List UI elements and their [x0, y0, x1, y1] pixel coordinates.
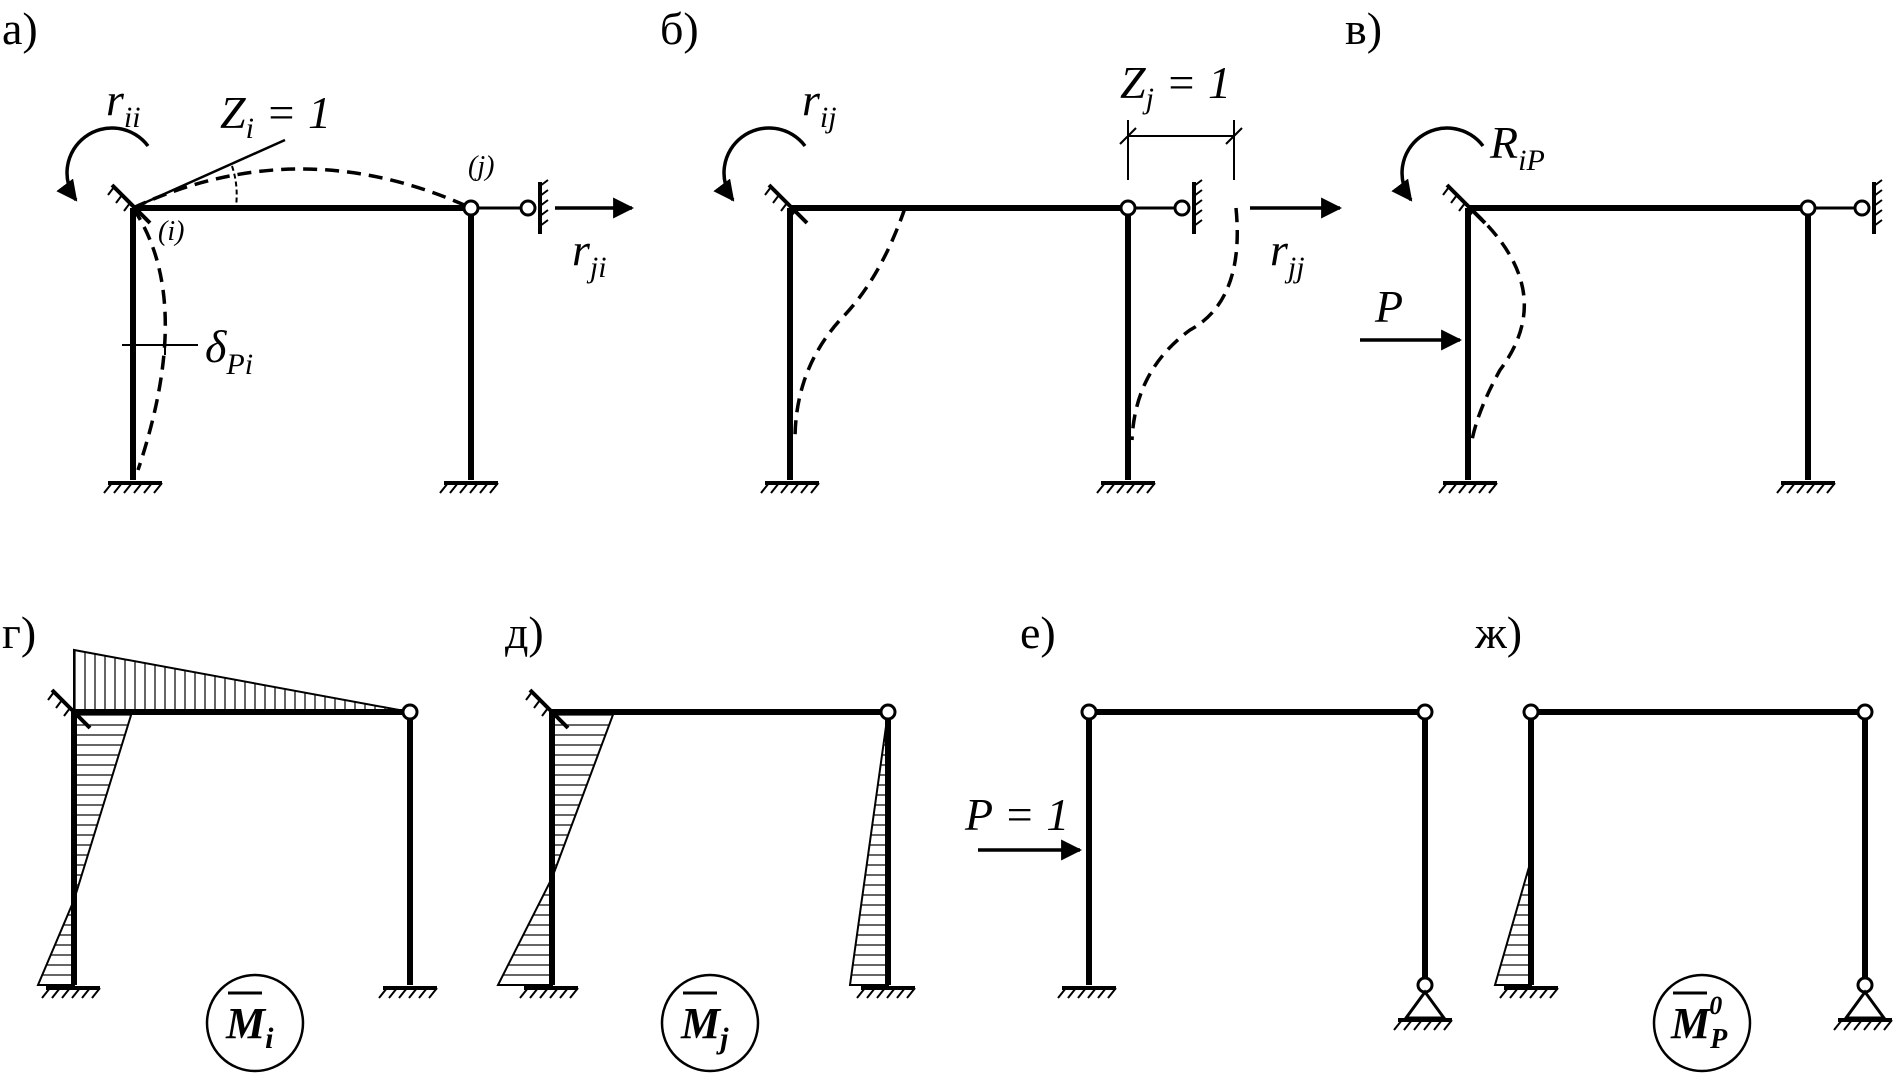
panel-zh: ж) MP0 [1474, 607, 1893, 1073]
delta-pi-label: δPi [205, 321, 253, 381]
fixed-support-right [856, 986, 916, 999]
deflected-left-column [1470, 208, 1527, 441]
deflected-column [131, 207, 168, 471]
r-ip-label: RiP [1489, 117, 1545, 177]
fixed-support-left [1057, 986, 1117, 999]
pinned-support-right [1393, 976, 1453, 1031]
load-p-label: P [1374, 281, 1403, 332]
diagram-badge-m-i [205, 973, 305, 1073]
hinge-j [1416, 703, 1434, 721]
panel-v: в) RiP P [1345, 3, 1883, 494]
panel-v-label: в) [1345, 3, 1382, 54]
panel-g-label: г) [2, 607, 36, 658]
unit-load-label: P = 1 [964, 789, 1069, 840]
deflected-right-column [1130, 207, 1240, 441]
fixed-support-left [760, 481, 820, 494]
hinge-i [1080, 703, 1098, 721]
fixed-support-left [41, 986, 101, 999]
panel-a: а) [2, 3, 635, 494]
diagram-badge-m-p-0 [1652, 973, 1752, 1073]
node-j-label: (j) [468, 151, 494, 182]
rotation-tangent [132, 138, 286, 210]
hinge-j [1119, 199, 1137, 217]
hinge-j [1856, 703, 1874, 721]
pinned-support-right [1833, 976, 1893, 1031]
moment-diagram-column-top [73, 711, 134, 901]
fixed-support-right [378, 986, 438, 999]
fixed-support-right [1776, 481, 1836, 494]
r-ji-label: rji [572, 224, 607, 284]
link-hinge [1853, 199, 1871, 217]
panel-b-label: б) [660, 3, 699, 54]
link-wall-support [1872, 179, 1883, 234]
deflected-beam [132, 167, 472, 210]
moment-r-ij-arrow [713, 126, 807, 202]
panel-e-label: е) [1020, 607, 1056, 658]
link-hinge [519, 199, 537, 217]
moment-diagram-beam [73, 648, 411, 713]
rotation-constraint-i [764, 183, 809, 225]
z-i-label: Zi = 1 [220, 87, 331, 145]
fixed-support-left [1438, 481, 1498, 494]
diagram-badge-m-j [660, 973, 760, 1073]
panel-zh-label: ж) [1474, 607, 1522, 658]
rotation-angle-arc [231, 165, 238, 207]
hinge-i [1522, 703, 1540, 721]
link-hinge [1173, 199, 1191, 217]
panel-g: г) Mi [2, 607, 438, 1073]
hinge-j [401, 703, 419, 721]
moment-diagram-column-bottom [496, 877, 553, 986]
deflected-left-column [793, 207, 907, 441]
badge-m-j-text: Mj [680, 999, 729, 1055]
r-jj-label: rjj [1270, 224, 1305, 284]
hinge-j [879, 703, 897, 721]
node-i-label: (i) [158, 216, 184, 247]
link-wall-support [1192, 179, 1203, 234]
panel-b: б) rij Zj [660, 3, 1343, 494]
rotation-constraint-i [47, 688, 92, 730]
moment-r-ip-arrow [1391, 126, 1485, 202]
z-j-label: Zj = 1 [1120, 57, 1231, 115]
moment-r-ii-arrow [56, 126, 150, 202]
hinge-j [462, 199, 480, 217]
badge-m-i-text: Mi [225, 999, 274, 1055]
moment-diagram-right-column [848, 711, 889, 986]
panel-d-label: д) [505, 607, 544, 658]
moment-diagram-column-bottom [36, 899, 75, 986]
moment-diagram-column [1493, 859, 1532, 986]
fixed-support-right [1096, 481, 1156, 494]
moment-diagram-column-top [551, 711, 616, 879]
panel-d: д) Mj [496, 607, 916, 1073]
badge-m-p0-text: MP0 [1670, 991, 1728, 1055]
rotation-constraint-i [107, 183, 152, 225]
fixed-support-left [103, 481, 163, 494]
fixed-support-left [1499, 986, 1559, 999]
fixed-support-left [519, 986, 579, 999]
panel-a-label: а) [2, 3, 38, 54]
panel-e: е) P = 1 [964, 607, 1453, 1031]
link-wall-support [538, 179, 549, 234]
r-ii-label: rii [106, 74, 141, 134]
r-ij-label: rij [802, 74, 837, 134]
rotation-constraint-i [525, 688, 570, 730]
fixed-support-right [439, 481, 499, 494]
hinge-j [1799, 199, 1817, 217]
